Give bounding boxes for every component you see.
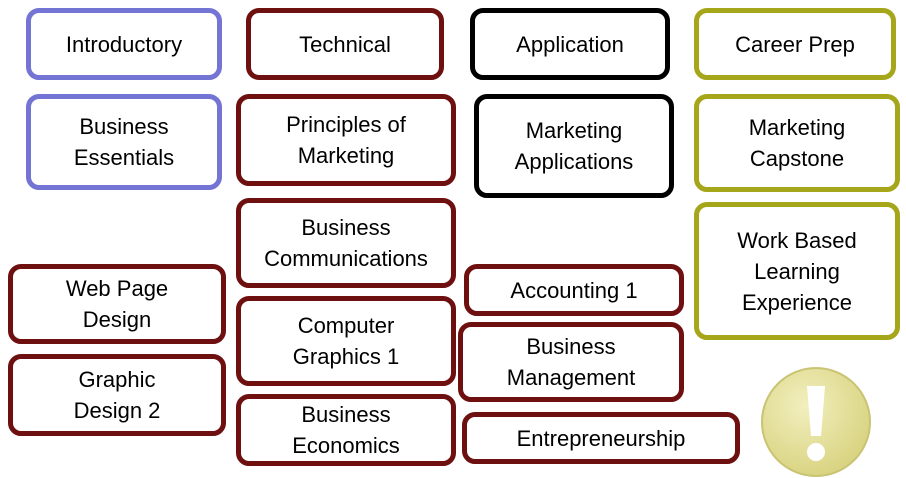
- header-application: Application: [470, 8, 670, 80]
- course-work-based-learning: Work Based Learning Experience: [694, 202, 900, 340]
- course-label: Marketing Capstone: [748, 115, 846, 171]
- course-label: Business Communications: [264, 215, 428, 271]
- elective-graphic-design-2: Graphic Design 2: [8, 354, 226, 436]
- course-label: Principles of Marketing: [286, 112, 406, 168]
- header-introductory: Introductory: [26, 8, 222, 80]
- course-entrepreneurship: Entrepreneurship: [462, 412, 740, 464]
- course-computer-graphics-1: Computer Graphics 1: [236, 296, 456, 386]
- course-business-essentials: Business Essentials: [26, 94, 222, 190]
- course-label: Business Management: [506, 334, 636, 390]
- elective-web-page-design: Web Page Design: [8, 264, 226, 344]
- header-career-prep-label: Career Prep: [735, 31, 855, 57]
- course-label: Entrepreneurship: [516, 425, 686, 451]
- course-label: Web Page Design: [65, 276, 169, 332]
- course-label: Accounting 1: [510, 277, 638, 303]
- header-application-label: Application: [516, 31, 624, 57]
- header-technical: Technical: [246, 8, 444, 80]
- course-accounting-1: Accounting 1: [464, 264, 684, 316]
- course-marketing-applications: Marketing Applications: [474, 94, 674, 198]
- header-career-prep: Career Prep: [694, 8, 896, 80]
- exclamation-icon: [761, 367, 871, 477]
- course-label: Business Economics: [292, 402, 400, 458]
- course-marketing-capstone: Marketing Capstone: [694, 94, 900, 192]
- course-label: Graphic Design 2: [73, 367, 161, 423]
- course-label: Business Essentials: [73, 114, 175, 170]
- header-introductory-label: Introductory: [65, 31, 183, 57]
- course-business-economics: Business Economics: [236, 394, 456, 466]
- header-technical-label: Technical: [299, 31, 391, 57]
- course-label: Marketing Applications: [514, 118, 634, 174]
- course-label: Computer Graphics 1: [292, 313, 400, 369]
- course-business-communications: Business Communications: [236, 198, 456, 288]
- course-principles-of-marketing: Principles of Marketing: [236, 94, 456, 186]
- course-business-management: Business Management: [458, 322, 684, 402]
- course-label: Work Based Learning Experience: [737, 227, 857, 315]
